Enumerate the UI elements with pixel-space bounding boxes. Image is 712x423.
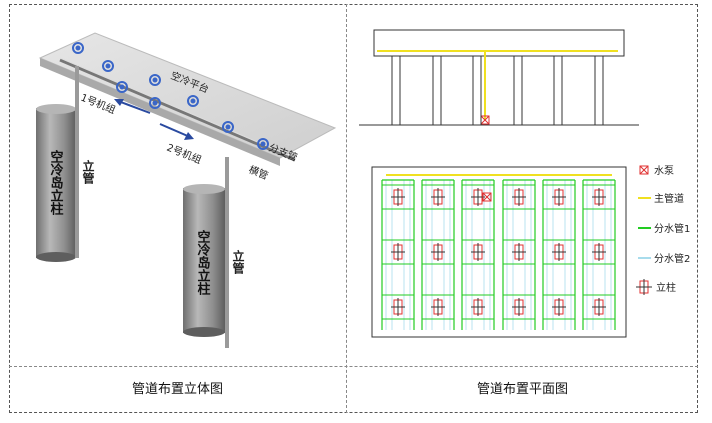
nozzle-icon	[116, 81, 128, 93]
label-unit-2: 2号机组	[165, 141, 204, 167]
column-left-top	[36, 104, 76, 114]
column-right-top	[183, 184, 225, 194]
label-column-right: 空冷岛立柱	[195, 229, 211, 296]
plan-view	[371, 166, 627, 338]
elevation-columns	[391, 55, 604, 126]
platform-edge	[40, 58, 280, 166]
nozzle-icon	[187, 95, 199, 107]
plan-pump	[482, 192, 492, 202]
column-right	[183, 188, 225, 333]
plan-pipe-grid	[381, 179, 616, 330]
legend-pump-icon	[639, 165, 649, 175]
nozzle-icon	[257, 138, 269, 150]
nozzle-icon	[222, 121, 234, 133]
label-header-pipe: 横管	[247, 163, 270, 183]
nozzle-icon	[149, 97, 161, 109]
column-left-bottom	[36, 252, 76, 262]
caption-3d-layout: 管道布置立体图	[131, 382, 223, 397]
column-left	[36, 108, 76, 258]
caption-plan-layout: 管道布置平面图	[476, 382, 568, 397]
nozzle-icon	[72, 42, 84, 54]
legend: 水泵 主管道 分水管1 分水管2 立柱	[636, 165, 690, 295]
label-column-left: 空冷岛立柱	[48, 149, 64, 216]
sprinkler-nozzles	[72, 42, 269, 150]
elevation-view	[359, 29, 639, 126]
label-riser-right: 立管	[231, 249, 245, 275]
legend-column-icon	[636, 279, 652, 295]
elevation-beam	[373, 29, 625, 57]
unit-2-arrow	[159, 123, 194, 140]
legend-label-branch-pipe-1: 分水管1	[654, 222, 690, 235]
label-riser-left: 立管	[81, 159, 95, 185]
header-pipe	[59, 58, 296, 162]
caption-divider	[9, 366, 698, 367]
legend-label-column: 立柱	[656, 281, 676, 294]
column-right-bottom	[183, 327, 225, 337]
air-cooling-platform	[38, 32, 337, 159]
header-pipe-highlight	[59, 57, 296, 159]
legend-label-main-pipe: 主管道	[654, 192, 684, 205]
legend-label-branch-pipe-2: 分水管2	[654, 252, 690, 265]
panel-divider-vertical	[346, 4, 347, 413]
outer-frame	[9, 4, 698, 413]
unit-1-arrow	[114, 99, 151, 114]
nozzle-icon	[149, 74, 161, 86]
nozzle-icon	[102, 60, 114, 72]
legend-label-pump: 水泵	[654, 165, 674, 177]
